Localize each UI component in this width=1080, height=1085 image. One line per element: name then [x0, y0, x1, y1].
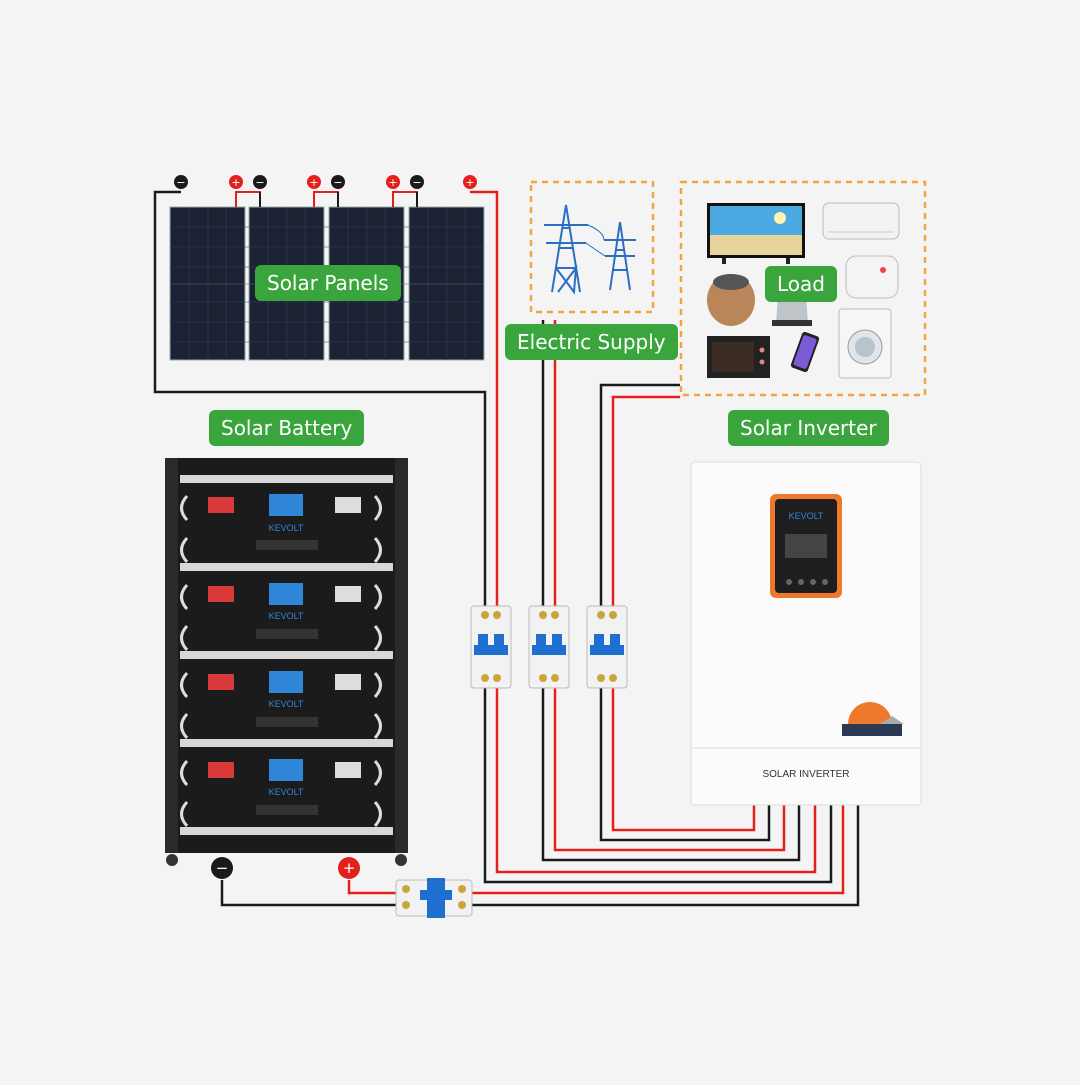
battery-module-4: KEVOLT — [180, 759, 382, 828]
svg-text:−: − — [216, 859, 229, 877]
svg-text:+: + — [343, 859, 356, 877]
solar-inverter-unit: KEVOLT SOLAR INVERTER — [690, 461, 922, 806]
kevolt-logo-text: KEVOLT — [269, 787, 304, 797]
electric-supply — [529, 180, 655, 314]
load-appliances — [679, 180, 927, 397]
positive-terminal-icon — [386, 175, 400, 189]
water-heater-icon — [845, 255, 899, 299]
kevolt-logo-text: KEVOLT — [269, 523, 304, 533]
solar-inverter-label: Solar Inverter — [728, 410, 889, 446]
breaker-load — [586, 605, 628, 689]
battery-module-3: KEVOLT — [180, 671, 382, 740]
smartphone-icon — [790, 331, 820, 373]
solar-battery-label: Solar Battery — [209, 410, 365, 446]
svg-text:−: − — [412, 176, 421, 189]
solar-panel-4 — [408, 206, 485, 361]
kevolt-logo-text: KEVOLT — [269, 699, 304, 709]
svg-text:−: − — [255, 176, 264, 189]
svg-text:−: − — [333, 176, 342, 189]
battery-terminals: − + — [211, 857, 360, 879]
svg-text:+: + — [388, 176, 397, 189]
negative-terminal-icon — [253, 175, 267, 189]
inverter-caption: SOLAR INVERTER — [762, 769, 849, 780]
svg-text:+: + — [465, 176, 474, 189]
negative-terminal-icon — [410, 175, 424, 189]
transmission-tower-icon — [544, 204, 636, 295]
sun-house-logo-icon — [842, 702, 904, 736]
panel-polarity-markers: − + − + − + − + — [174, 175, 477, 189]
solar-panels-label: Solar Panels — [255, 265, 401, 301]
electric-supply-label: Electric Supply — [505, 324, 678, 360]
load-frame — [679, 180, 927, 397]
positive-terminal-icon — [463, 175, 477, 189]
kettle-icon — [772, 296, 812, 326]
wiring — [153, 190, 860, 907]
negative-terminal-icon — [331, 175, 345, 189]
positive-terminal-icon — [307, 175, 321, 189]
negative-terminal-icon — [174, 175, 188, 189]
oven-icon — [707, 336, 770, 378]
inverter-lcd-screen — [785, 534, 827, 558]
positive-terminal-icon — [229, 175, 243, 189]
washing-machine-icon — [838, 308, 892, 379]
breaker-battery — [395, 878, 473, 918]
battery-module-1: KEVOLT — [180, 494, 382, 564]
air-conditioner-icon — [822, 202, 900, 240]
breaker-grid — [528, 605, 570, 689]
kevolt-logo-text: KEVOLT — [269, 611, 304, 621]
solar-battery-rack: KEVOLT KEVOLT KEVOLT — [165, 458, 408, 866]
positive-terminal-icon — [338, 857, 360, 879]
load-label: Load — [765, 266, 837, 302]
battery-module-2: KEVOLT — [180, 583, 382, 652]
rice-cooker-icon — [707, 274, 755, 326]
inverter-brand-text: KEVOLT — [789, 511, 824, 521]
television-icon — [707, 203, 805, 264]
electric-supply-frame — [529, 180, 655, 314]
solar-panel-1 — [169, 206, 246, 361]
svg-text:+: + — [231, 176, 240, 189]
svg-text:+: + — [309, 176, 318, 189]
breaker-solar — [470, 605, 512, 689]
svg-text:−: − — [176, 176, 185, 189]
negative-terminal-icon — [211, 857, 233, 879]
